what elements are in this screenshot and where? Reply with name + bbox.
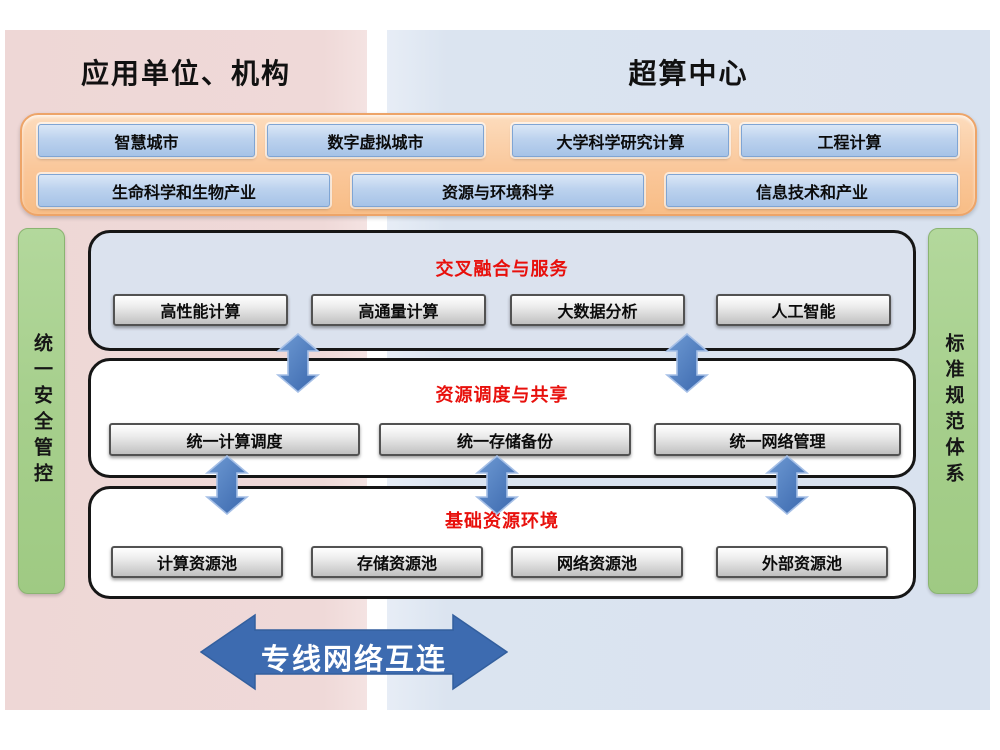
app-box-life-science: 生命科学和生物产业 [38, 174, 330, 207]
item-htc: 高通量计算 [311, 294, 486, 326]
network-interconnect-label: 专线网络互连 [260, 644, 447, 676]
item-bigdata: 大数据分析 [510, 294, 685, 326]
layer-title-scheduling: 资源调度与共享 [435, 385, 569, 405]
app-box-university-research: 大学科学研究计算 [512, 124, 729, 157]
item-storage-backup: 统一存储备份 [379, 423, 631, 456]
standards-system-bar: 标准规范体系 [928, 228, 978, 594]
double-arrow-icon [665, 333, 709, 393]
layer-panel-scheduling: 资源调度与共享 统一计算调度 统一存储备份 统一网络管理 [88, 358, 916, 478]
network-interconnect-arrow-icon [200, 613, 508, 691]
standards-system-label: 标准规范体系 [942, 333, 964, 489]
item-compute-pool: 计算资源池 [111, 546, 283, 578]
layer-title-services: 交叉融合与服务 [435, 259, 569, 279]
double-arrow-icon [205, 455, 249, 515]
item-ai: 人工智能 [716, 294, 891, 326]
app-box-smart-city: 智慧城市 [38, 124, 255, 157]
layer-panel-services: 交叉融合与服务 高性能计算 高通量计算 大数据分析 人工智能 [88, 230, 916, 351]
security-control-label: 统一安全管控 [31, 333, 52, 489]
left-header: 应用单位、机构 [80, 58, 291, 89]
app-box-engineering: 工程计算 [741, 124, 958, 157]
right-header: 超算中心 [628, 58, 749, 89]
item-external-pool: 外部资源池 [716, 546, 888, 578]
item-hpc: 高性能计算 [113, 294, 288, 326]
item-storage-pool: 存储资源池 [311, 546, 483, 578]
layer-title-resources: 基础资源环境 [445, 511, 559, 531]
app-box-digital-city: 数字虚拟城市 [267, 124, 484, 157]
app-box-environment: 资源与环境科学 [352, 174, 644, 207]
item-network-pool: 网络资源池 [511, 546, 683, 578]
double-arrow-icon [276, 333, 320, 393]
application-band: 智慧城市 数字虚拟城市 大学科学研究计算 工程计算 生命科学和生物产业 资源与环… [20, 113, 977, 216]
app-box-it-industry: 信息技术和产业 [666, 174, 958, 207]
item-network-management: 统一网络管理 [654, 423, 901, 456]
double-arrow-icon [475, 455, 519, 515]
double-arrow-icon [765, 455, 809, 515]
item-compute-scheduling: 统一计算调度 [109, 423, 360, 456]
security-control-bar: 统一安全管控 [18, 228, 65, 594]
